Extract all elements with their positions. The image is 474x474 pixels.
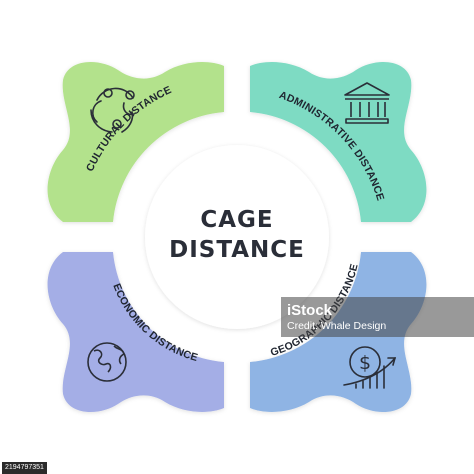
quadrant-cultural-shape <box>47 61 224 222</box>
dollar-growth-icon: $ <box>343 346 397 389</box>
government-building-icon <box>344 82 390 124</box>
watermark-banner <box>281 297 474 337</box>
globe-icon <box>87 342 127 382</box>
svg-text:$: $ <box>359 352 371 374</box>
stock-id-label: 2194797351 <box>2 462 47 474</box>
watermark-logo: iStock <box>287 302 333 319</box>
watermark-credit: Credit: Whale Design <box>287 320 387 332</box>
quadrant-administrative-shape <box>250 61 427 222</box>
center-circle <box>145 145 329 329</box>
people-circle-icon <box>90 87 135 133</box>
center-title-line1: CAGE <box>200 207 273 233</box>
center-title-line2: DISTANCE <box>169 237 305 263</box>
